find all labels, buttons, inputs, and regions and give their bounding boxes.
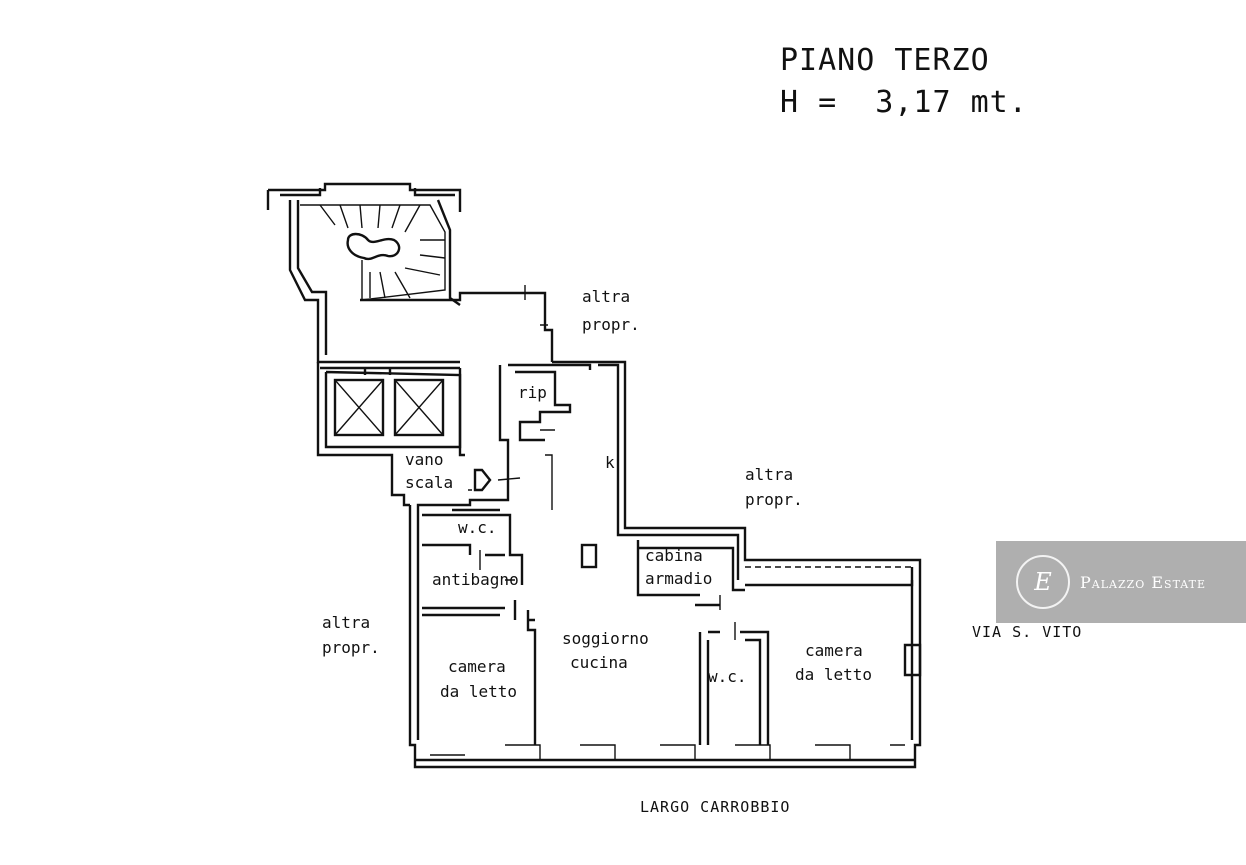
label-altra-propr-top-1: altra xyxy=(582,287,630,306)
label-camera-right-2: da letto xyxy=(795,665,872,684)
watermark-brand: Palazzo Estate xyxy=(1080,572,1207,592)
label-soggiorno-1: soggiorno xyxy=(562,629,649,648)
label-camera-left-2: da letto xyxy=(440,682,517,701)
label-wc-top: w.c. xyxy=(458,518,497,537)
label-altra-propr-right-2: propr. xyxy=(745,490,803,509)
label-wc-bottom: w.c. xyxy=(708,667,747,686)
apartment-walls xyxy=(408,360,922,769)
label-altra-propr-left-2: propr. xyxy=(322,638,380,657)
label-kitchen-k: k xyxy=(605,453,615,472)
label-cabina-armadio-1: cabina xyxy=(645,546,703,565)
label-altra-propr-right-1: altra xyxy=(745,465,793,484)
label-vano-scala-1: vano xyxy=(405,450,444,469)
label-antibagno: antibagno xyxy=(432,570,519,589)
label-rip: rip xyxy=(518,383,547,402)
interior-partitions xyxy=(422,370,770,745)
title-block: PIANO TERZO H = 3,17 mt. xyxy=(780,40,1028,124)
elevator-block xyxy=(316,362,465,507)
ceiling-height: H = 3,17 mt. xyxy=(780,85,1028,120)
street-via-s-vito: VIA S. VITO xyxy=(972,623,1082,641)
label-altra-propr-left-1: altra xyxy=(322,613,370,632)
stair-tower xyxy=(266,182,554,364)
label-camera-left-1: camera xyxy=(448,657,506,676)
label-soggiorno-2: cucina xyxy=(570,653,628,672)
label-altra-propr-top-2: propr. xyxy=(582,315,640,334)
crest-icon: E xyxy=(1016,555,1070,609)
watermark-banner: E Palazzo Estate xyxy=(996,541,1246,623)
label-camera-right-1: camera xyxy=(805,641,863,660)
floor-title: PIANO TERZO xyxy=(780,43,990,78)
street-largo-carrobbio: LARGO CARROBBIO xyxy=(640,798,790,816)
label-vano-scala-2: scala xyxy=(405,473,453,492)
label-cabina-armadio-2: armadio xyxy=(645,569,712,588)
